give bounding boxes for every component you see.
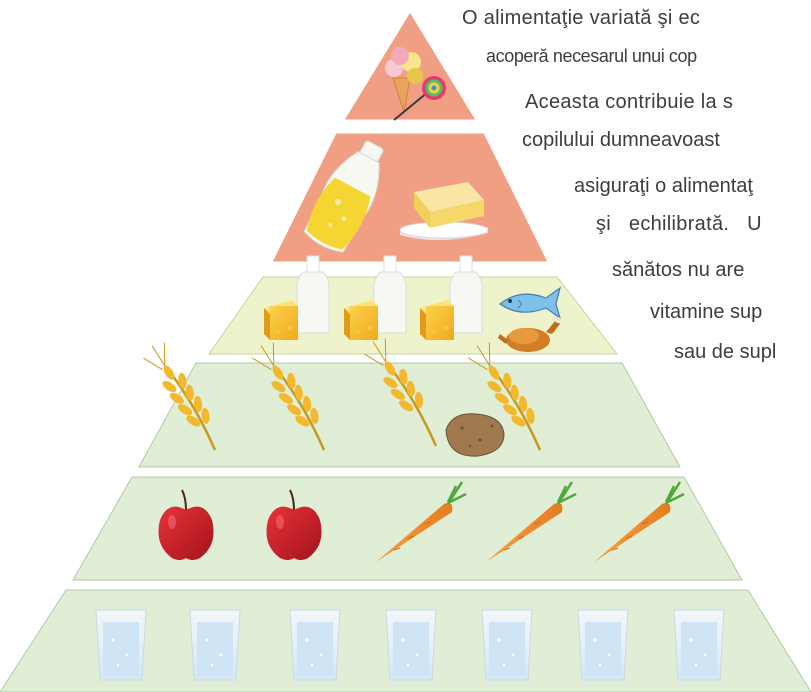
carrot-icon	[594, 481, 685, 562]
water-glass-icon	[577, 609, 629, 681]
wheat-icon	[364, 338, 438, 447]
water-glass-icon	[673, 609, 725, 681]
ice-cream-icon	[385, 47, 423, 113]
water-glass-icon	[481, 609, 533, 681]
oil-bottle-icon	[303, 140, 384, 253]
chicken-icon	[498, 317, 561, 352]
paragraph-line: şi echilibrată. U	[596, 213, 762, 235]
water-glass-icon	[95, 609, 147, 681]
paragraph-line: asiguraţi o alimentaţ	[574, 175, 753, 197]
paragraph-line: copilului dumneavoast	[522, 129, 720, 151]
wheat-icon	[143, 342, 217, 451]
pyramid-tier-water	[0, 589, 811, 692]
water-glass-icon	[289, 609, 341, 681]
apple-icon	[266, 489, 322, 560]
fish-icon	[498, 286, 562, 320]
apple-icon	[158, 489, 214, 560]
tier-grains-shape	[138, 362, 681, 468]
water-glass-icon	[385, 609, 437, 681]
wheat-icon	[468, 342, 542, 451]
paragraph-line: sau de supl	[674, 341, 777, 363]
lollipop-icon	[393, 76, 446, 121]
pyramid-tier-sweets	[343, 11, 477, 121]
milk-bottle-icon	[449, 255, 483, 334]
pyramid-tier-fats	[271, 132, 549, 263]
milk-bottle-icon	[373, 255, 407, 334]
paragraph-line: acoperă necesarul unui cop	[486, 46, 697, 66]
butter-icon	[399, 182, 489, 241]
milk-bottle-icon	[296, 255, 330, 334]
cheese-icon	[420, 300, 454, 340]
nutrition-paragraph: O alimentaţie variată şi ec acoperă nece…	[400, 0, 811, 692]
pyramid-tier-grains	[138, 338, 681, 468]
water-glass-icon	[189, 609, 241, 681]
paragraph-line: sănătos nu are	[612, 259, 745, 281]
pyramid-tier-dairy-protein	[208, 255, 619, 355]
paragraph-line: vitamine sup	[650, 301, 763, 323]
tier-fruits-vegetables-shape	[72, 476, 743, 581]
paragraph-line: O alimentaţie variată şi ec	[462, 7, 701, 29]
potato-icon	[445, 413, 505, 457]
pyramid-tier-fruits-vegetables	[72, 476, 743, 581]
carrot-icon	[376, 481, 467, 562]
carrot-icon	[486, 481, 577, 562]
wheat-icon	[252, 342, 326, 451]
cheese-icon	[264, 300, 298, 340]
cheese-icon	[344, 300, 378, 340]
paragraph-line: Aceasta contribuie la s	[525, 91, 734, 113]
